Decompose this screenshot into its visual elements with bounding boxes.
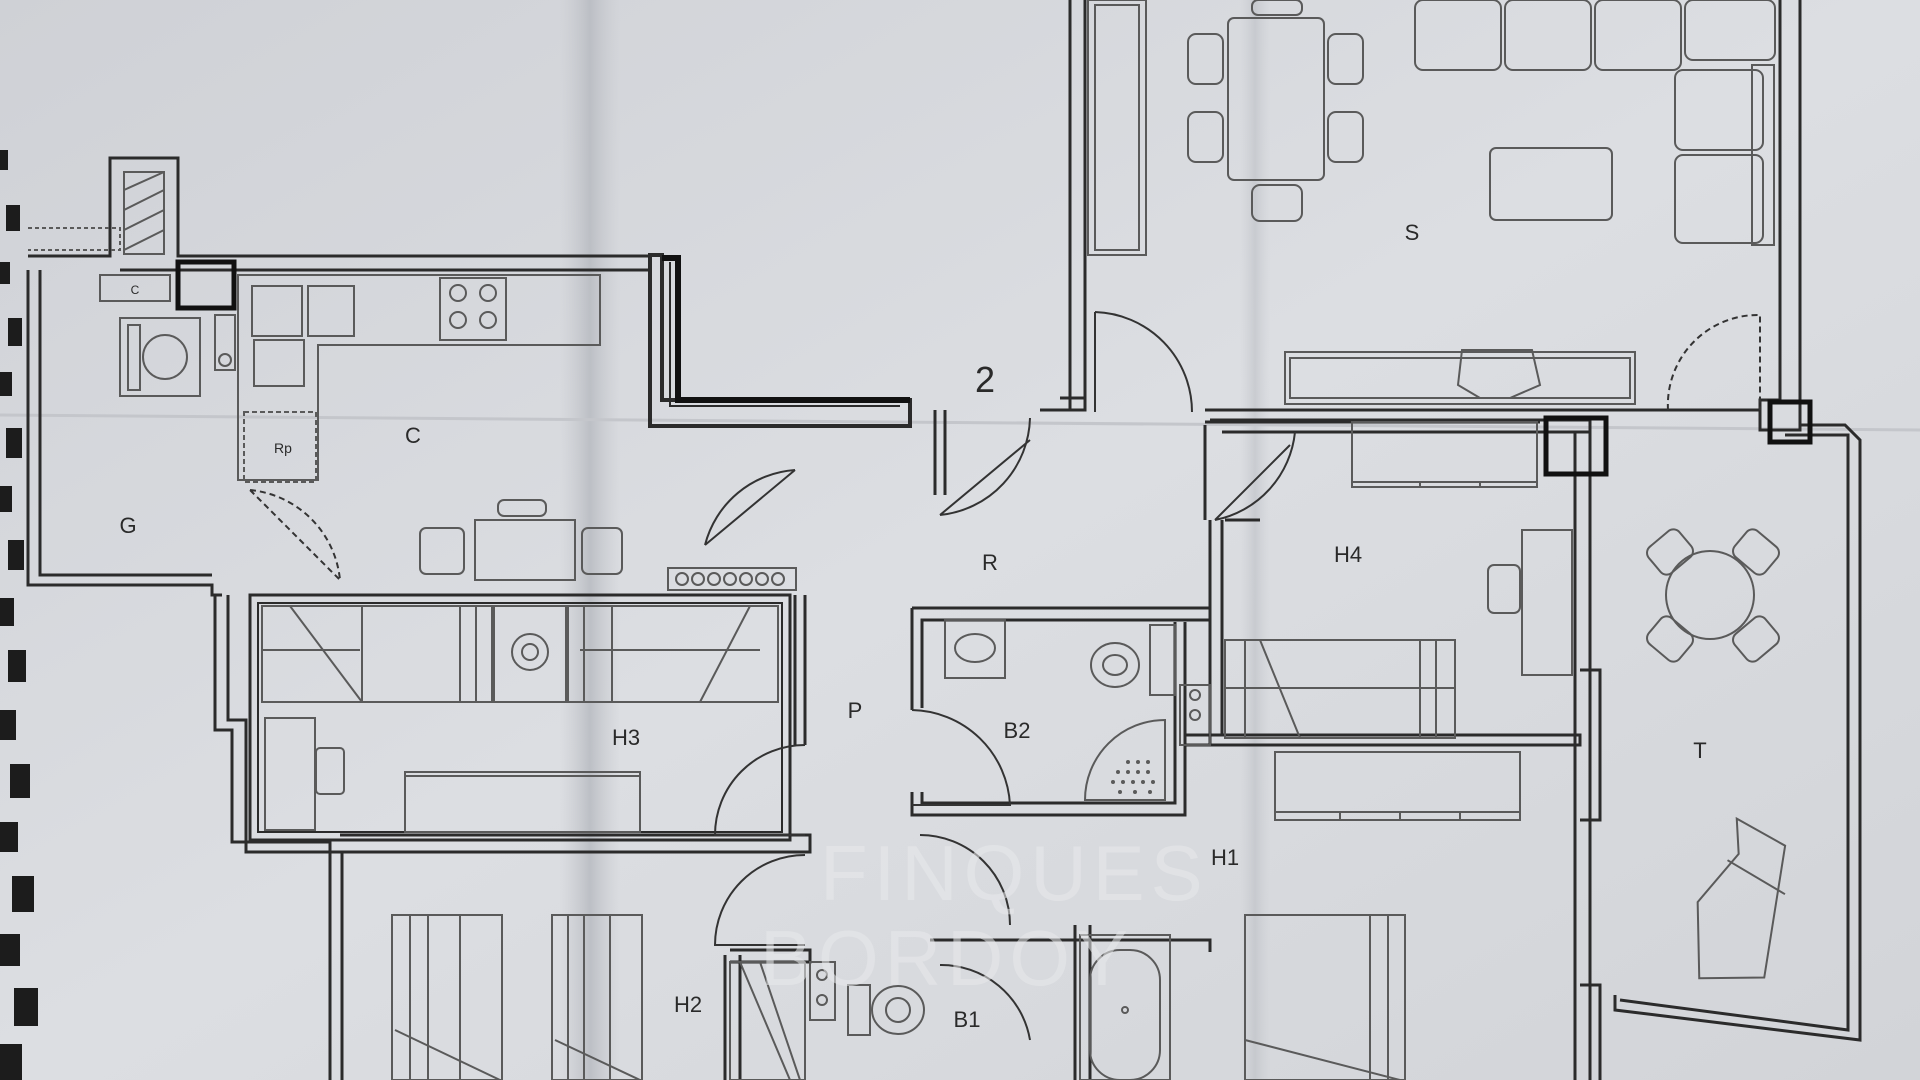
doors: [249, 311, 1761, 1041]
watermark-line1: FINQUES: [820, 829, 1209, 917]
room-label-rp: Rp: [274, 440, 292, 456]
bed-h1: [1244, 914, 1406, 1080]
room-label-s: S: [1405, 220, 1420, 245]
room-label-t: T: [1693, 738, 1706, 763]
bed-h3-right: [567, 605, 779, 703]
columns: [175, 259, 1813, 477]
room-label-b1: B1: [954, 1007, 981, 1032]
wardrobe-h3: [404, 771, 641, 833]
washing-machine: [119, 317, 201, 397]
room-label-h1: H1: [1211, 845, 1239, 870]
room-label-g: G: [119, 513, 136, 538]
room-label-b2: B2: [1004, 718, 1031, 743]
sink-double: [251, 285, 303, 337]
paper-fold-horizontal: [0, 413, 1920, 432]
room-label-r: R: [982, 550, 998, 575]
room-label-c: C: [405, 423, 421, 448]
boiler-c: [99, 274, 171, 302]
wardrobe-h4: [1351, 421, 1538, 488]
load-bearing-wall: [662, 255, 910, 403]
coffee-table: [1489, 147, 1613, 221]
cooktop: [439, 277, 507, 341]
watermark-line2: BORDOY: [760, 914, 1134, 1002]
room-label-c-boiler: C: [131, 283, 140, 297]
sun-lounger: [1696, 816, 1787, 980]
desk-h4: [1521, 529, 1573, 676]
furniture: [28, 0, 1787, 1080]
shelf-s: [1087, 0, 1147, 256]
tv-cabinet: [1284, 351, 1636, 405]
room-label-h4: H4: [1334, 542, 1362, 567]
bed-h2-left: [391, 914, 503, 1080]
watermark: FINQUES BORDOY: [760, 829, 1209, 1002]
armchair: [1456, 349, 1542, 399]
refrigerator-rp: [243, 411, 317, 483]
kitchen-table: [474, 519, 576, 581]
bathtub: [1079, 934, 1171, 1080]
shower-corner: [1083, 718, 1166, 801]
bed-h3-left: [261, 605, 493, 703]
terrace-table: [1665, 550, 1755, 640]
paper-fold-left: [560, 0, 620, 1080]
spiral-binding: [0, 150, 38, 1080]
room-label-h2: H2: [674, 992, 702, 1017]
room-label-floor: 2: [975, 359, 995, 400]
bed-h2-right: [551, 914, 643, 1080]
room-label-h3: H3: [612, 725, 640, 750]
walls: [26, 0, 1862, 1080]
wardrobe-h1: [1274, 751, 1521, 821]
dining-table: [1227, 17, 1325, 181]
room-label-p: P: [848, 698, 863, 723]
nightstand-h3: [493, 605, 567, 703]
room-labels: 2 G C Rp C S R P H1 H2 H3 H4 B1 B2 T: [119, 220, 1706, 1032]
